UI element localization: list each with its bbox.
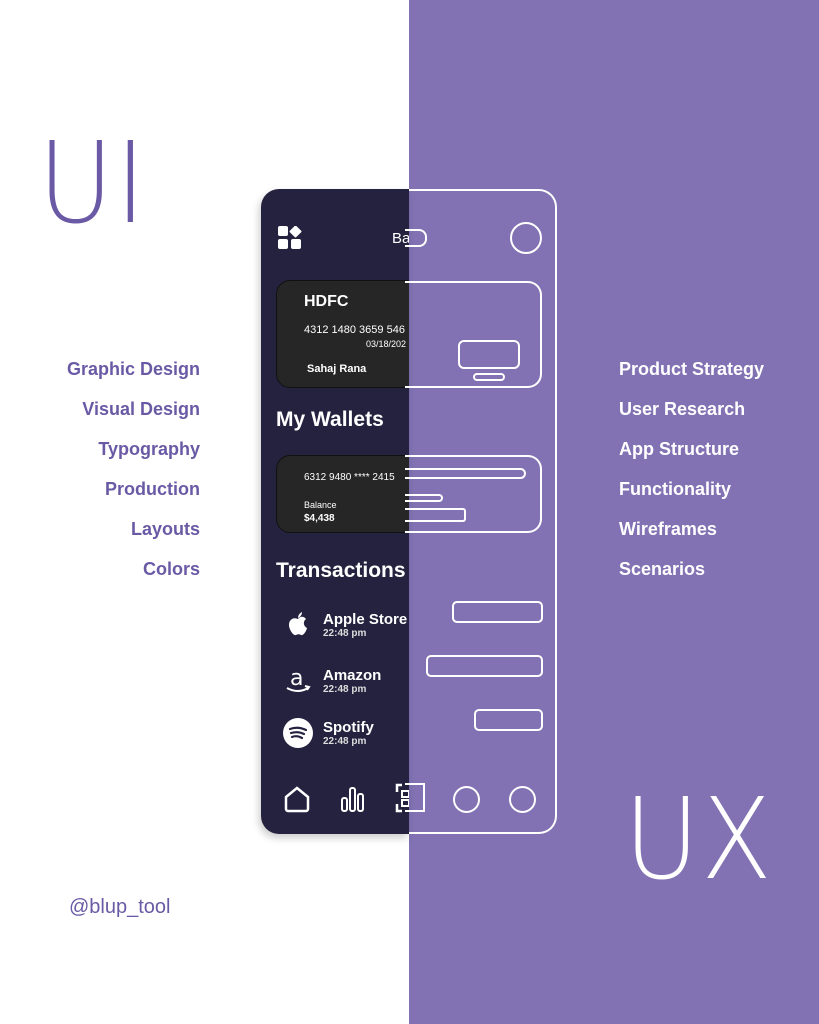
wireframe-chip	[458, 340, 520, 369]
balance-value: $4,438	[304, 513, 335, 524]
ux-skill: Scenarios	[619, 559, 706, 579]
ux-skill: App Structure	[619, 439, 740, 459]
ux-skill: User Research	[619, 399, 746, 419]
ui-heading: UI	[38, 119, 148, 249]
handle-text: @blup_tool	[69, 896, 171, 918]
scan-icon[interactable]	[394, 783, 409, 813]
card-expiry: 03/18/202	[366, 339, 407, 349]
wireframe-row	[426, 655, 543, 677]
home-icon[interactable]	[283, 785, 311, 813]
transaction-name: Spotify	[323, 719, 374, 736]
spotify-icon	[283, 718, 313, 748]
wireframe-nav-circle	[509, 786, 536, 813]
wallets-title: My Wallets	[276, 408, 384, 431]
transactions-title: Transactions	[276, 559, 406, 582]
wireframe-line	[405, 508, 466, 522]
wireframe-row	[452, 601, 543, 623]
ui-skill: Colors	[142, 559, 200, 579]
ux-skill: Product Strategy	[619, 359, 765, 379]
transaction-time: 22:48 pm	[323, 684, 367, 695]
ux-background	[409, 0, 819, 1024]
wireframe-avatar	[510, 222, 542, 254]
balance-label: Balance	[304, 500, 337, 510]
wireframe-pill	[473, 373, 505, 381]
phone-wireframe-half	[409, 189, 557, 834]
wireframe-line	[405, 494, 443, 502]
wireframe-nav-circle	[453, 786, 480, 813]
ux-skill: Functionality	[619, 479, 731, 499]
menu-grid-icon[interactable]	[278, 226, 302, 250]
card-holder: Sahaj Rana	[307, 363, 367, 375]
ui-skill: Typography	[98, 439, 200, 459]
transaction-name: Amazon	[323, 667, 382, 684]
header-title: Ba	[392, 230, 409, 247]
stats-icon[interactable]	[340, 785, 366, 813]
bank-card[interactable]: HDFC 4312 1480 3659 546 03/18/202 Sahaj …	[276, 280, 409, 388]
wallet-card[interactable]: 6312 9480 **** 2415 Balance $4,438	[276, 455, 409, 533]
ui-skill: Visual Design	[82, 399, 200, 419]
ui-skill: Graphic Design	[66, 359, 200, 379]
wireframe-row	[474, 709, 543, 731]
wallet-number: 6312 9480 **** 2415	[304, 472, 395, 483]
ux-heading: UX	[624, 775, 774, 905]
transaction-name: Apple Store	[323, 611, 408, 628]
amazon-icon: a	[283, 666, 313, 696]
transaction-time: 22:48 pm	[323, 628, 367, 639]
ux-skills-list: Product Strategy User Research App Struc…	[619, 349, 764, 589]
wireframe-card	[405, 281, 542, 388]
card-number: 4312 1480 3659 546	[304, 324, 405, 336]
ui-skill: Production	[105, 479, 200, 499]
phone-ui-half: Ba HDFC 4312 1480 3659 546 03/18/202 Sah…	[261, 189, 409, 834]
svg-text:a: a	[290, 667, 303, 691]
wireframe-wallet	[405, 455, 542, 533]
wireframe-title	[405, 229, 427, 247]
ui-skills-list: Graphic Design Visual Design Typography …	[67, 349, 200, 589]
transaction-time: 22:48 pm	[323, 736, 367, 747]
ux-skill: Wireframes	[619, 519, 717, 539]
wireframe-line	[405, 468, 526, 479]
bank-name: HDFC	[304, 293, 349, 310]
apple-icon	[283, 610, 313, 640]
wireframe-nav-box	[405, 783, 425, 812]
ui-skill: Layouts	[130, 519, 200, 539]
